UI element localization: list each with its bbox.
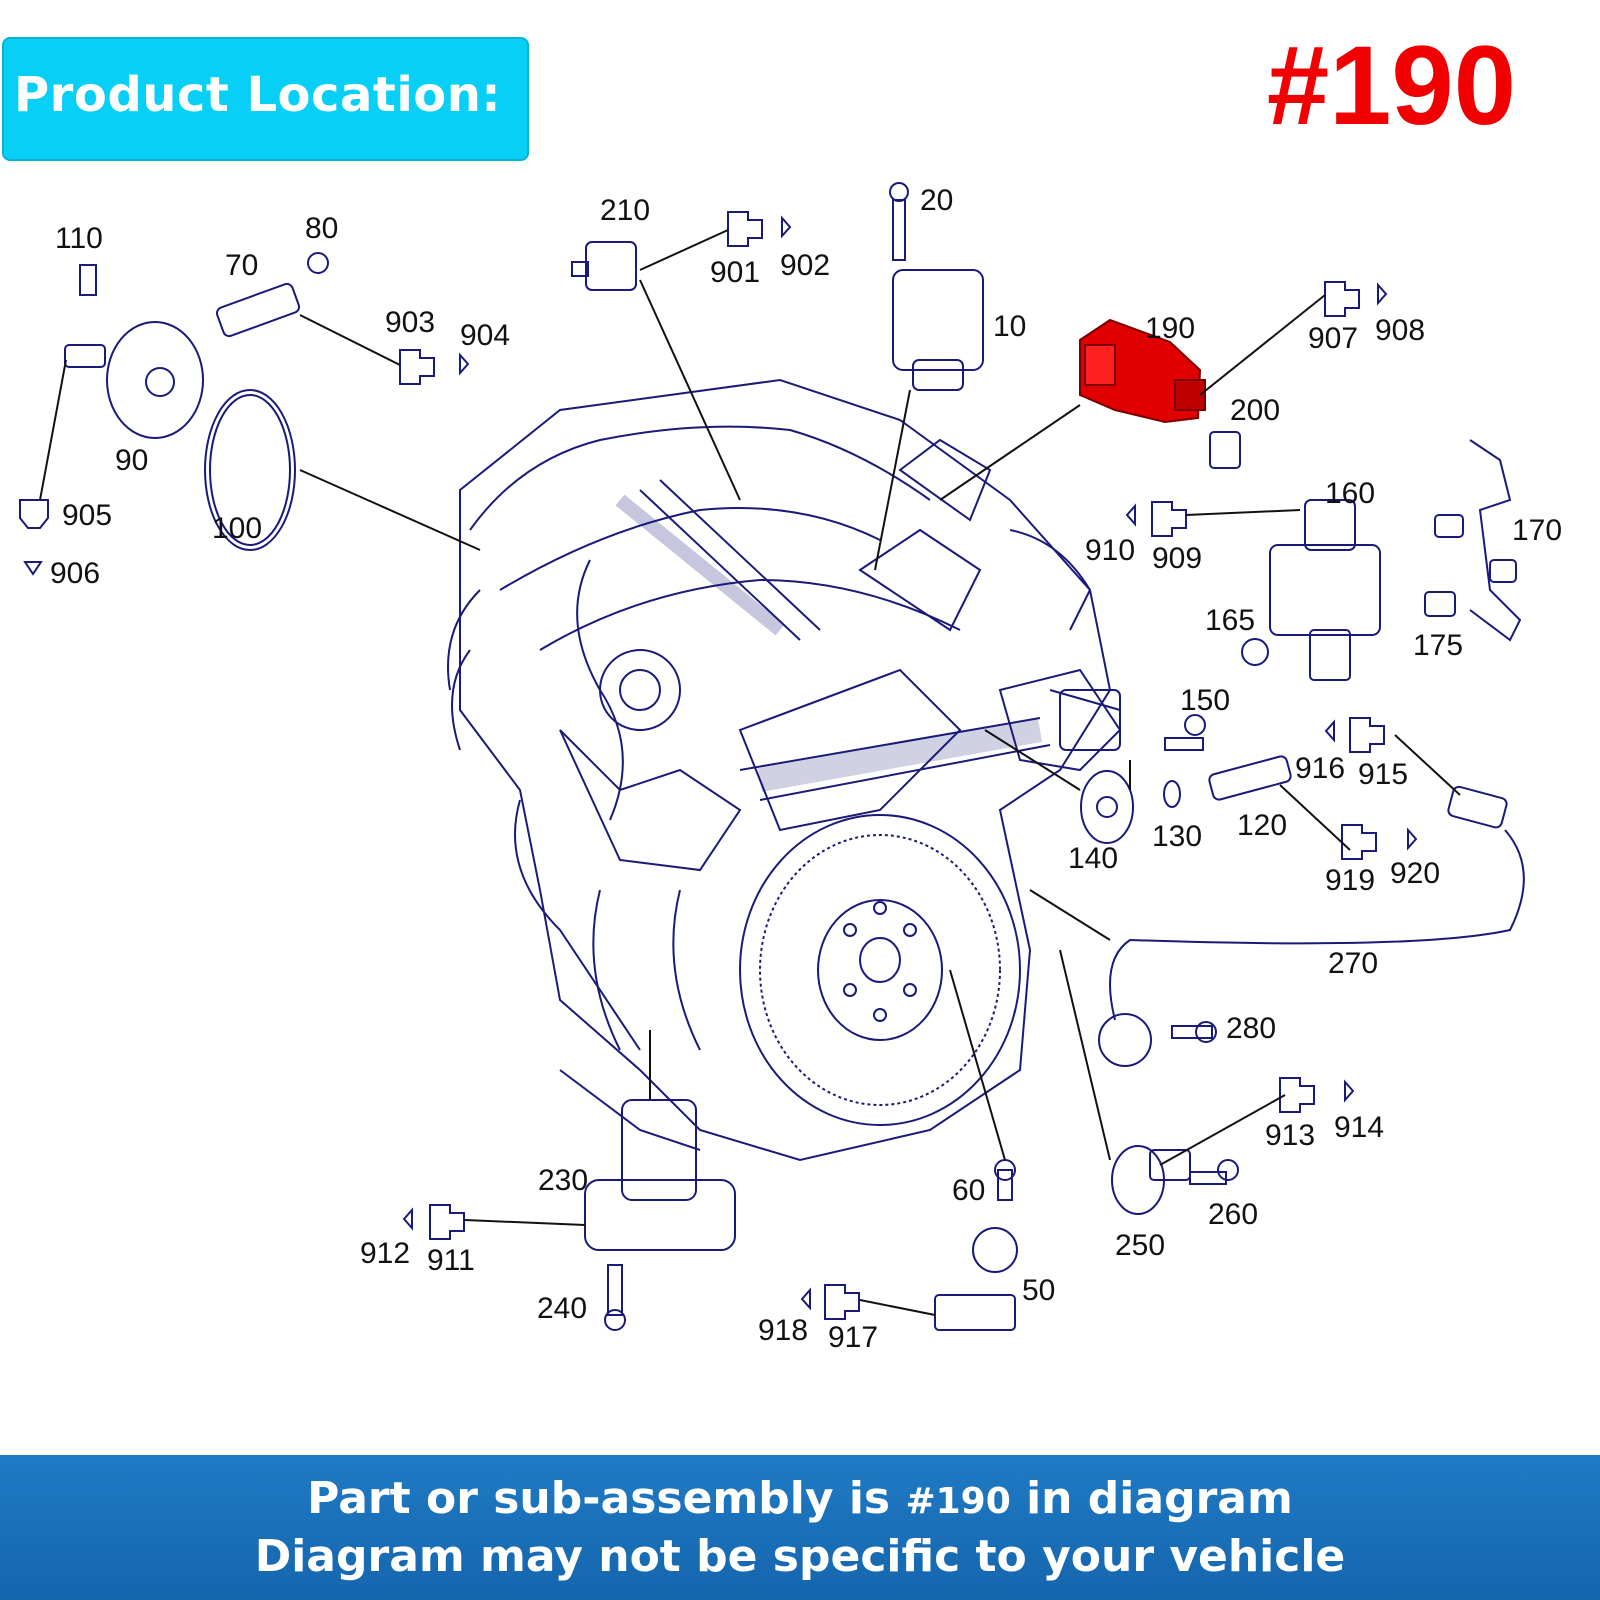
product-location-label: Product Location: (14, 67, 502, 123)
callout-20: 20 (920, 184, 953, 217)
callout-915: 915 (1358, 758, 1408, 791)
callout-230: 230 (538, 1164, 588, 1197)
callout-70: 70 (225, 249, 258, 282)
callout-160: 160 (1325, 477, 1375, 510)
callout-260: 260 (1208, 1198, 1258, 1231)
callout-210: 210 (600, 194, 650, 227)
callout-270: 270 (1328, 947, 1378, 980)
callout-110: 110 (55, 222, 103, 255)
part-190-highlight (1079, 318, 1206, 424)
connector-symbols (19, 211, 1418, 1320)
callout-910: 910 (1085, 534, 1135, 567)
callout-916: 916 (1295, 752, 1345, 785)
callout-905: 905 (62, 499, 112, 532)
callout-170: 170 (1512, 514, 1562, 547)
callout-120: 120 (1237, 809, 1287, 842)
callout-130: 130 (1152, 820, 1202, 853)
callout-140: 140 (1068, 842, 1118, 875)
part-number-heading: #190 (1266, 23, 1516, 148)
engine-drawing (447, 378, 1122, 1162)
engine-parts-diagram: 110 80 70 903 904 90 905 906 100 210 901… (19, 182, 1562, 1354)
callout-90: 90 (115, 444, 148, 477)
callout-914: 914 (1334, 1111, 1384, 1144)
callout-165: 165 (1205, 604, 1255, 637)
callout-920: 920 (1390, 857, 1440, 890)
product-location-badge: Product Location: (2, 37, 529, 161)
callout-280: 280 (1226, 1012, 1276, 1045)
callout-190: 190 (1145, 312, 1195, 345)
callout-240: 240 (537, 1292, 587, 1325)
footer-line-1: Part or sub-assembly is #190 in diagram (0, 1473, 1600, 1524)
callout-175: 175 (1413, 629, 1463, 662)
footer-banner: Part or sub-assembly is #190 in diagram … (0, 1455, 1600, 1600)
callout-901: 901 (710, 256, 760, 289)
footer-part-number: #190 (905, 1481, 1011, 1522)
callout-904: 904 (460, 319, 510, 352)
callout-60: 60 (952, 1174, 985, 1207)
footer-prefix: Part or sub-assembly is (307, 1473, 891, 1524)
callout-912: 912 (360, 1237, 410, 1270)
callout-913: 913 (1265, 1119, 1315, 1152)
callout-906: 906 (50, 557, 100, 590)
leader-lines (39, 229, 1461, 1316)
footer-suffix: in diagram (1026, 1473, 1293, 1524)
callout-150: 150 (1180, 684, 1230, 717)
callout-919: 919 (1325, 864, 1375, 897)
flywheel (739, 814, 1021, 1126)
callout-labels: 110 80 70 903 904 90 905 906 100 210 901… (50, 184, 1562, 1354)
callout-909: 909 (1152, 542, 1202, 575)
callout-100: 100 (212, 512, 262, 545)
callout-80: 80 (305, 212, 338, 245)
callout-200: 200 (1230, 394, 1280, 427)
callout-250: 250 (1115, 1229, 1165, 1262)
callout-908: 908 (1375, 314, 1425, 347)
footer-disclaimer: Diagram may not be specific to your vehi… (254, 1531, 1346, 1582)
callout-907: 907 (1308, 322, 1358, 355)
callout-10: 10 (993, 310, 1026, 343)
callout-50: 50 (1022, 1274, 1055, 1307)
callout-911: 911 (427, 1244, 475, 1277)
callout-918: 918 (758, 1314, 808, 1347)
components (64, 182, 1525, 1331)
callout-902: 902 (780, 249, 830, 282)
callout-917: 917 (828, 1321, 878, 1354)
callout-903: 903 (385, 306, 435, 339)
